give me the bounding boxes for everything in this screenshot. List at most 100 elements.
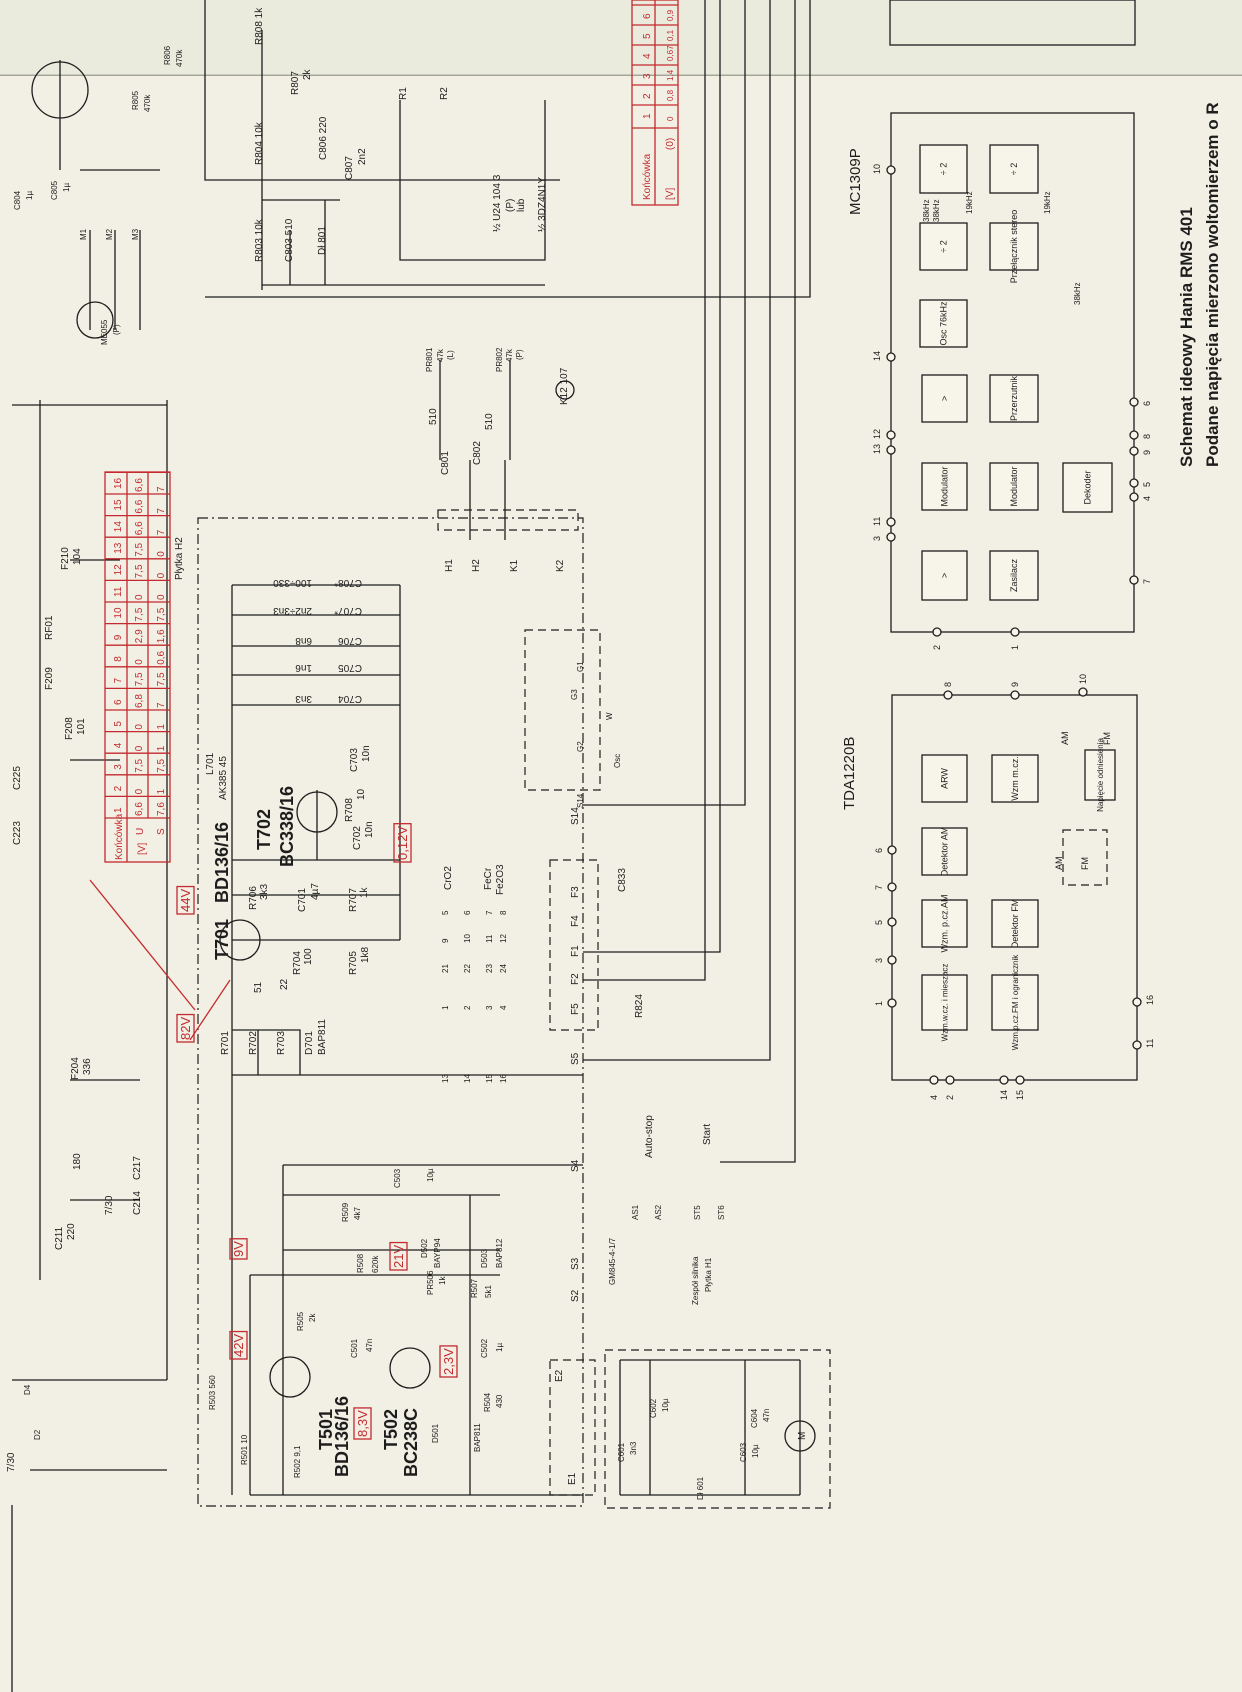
switch-contact-15: 15 (485, 1074, 494, 1083)
tda1220b-pin (945, 1075, 955, 1085)
label-c502: C502 (480, 1338, 489, 1358)
label-bc238c-group: BC238C (401, 1408, 421, 1477)
tda1220b-block-label-group: Detektor AM (940, 827, 950, 877)
table-main-pin: 14 (113, 521, 124, 533)
mode-label-am: AM (1054, 857, 1064, 871)
label-gm845-4-1-7: GM845-4-1/7 (608, 1237, 617, 1285)
voltage-box (393, 823, 412, 863)
table-main-pin: 10 (113, 607, 124, 619)
table-top-value-group: 0,8 (666, 89, 675, 101)
table-main-s-value-group: 1,6 (156, 629, 167, 643)
table-top-pin: 1 (642, 113, 653, 119)
label-as2-group: AS2 (654, 1204, 663, 1220)
label-100-330-group: 100÷330 (273, 577, 312, 588)
label-p: (P) (112, 324, 121, 335)
table-main-s-value-group: 7,5 (156, 607, 167, 621)
mc1309p-pin-4-group: 4 (1142, 496, 1152, 501)
table-main-s-value-group: 7,5 (156, 758, 167, 772)
label-510-group: 510 (428, 408, 439, 425)
label-c603: C603 (739, 1442, 748, 1462)
label-r807: R807 (290, 71, 301, 95)
label-bap811: BAP811 (317, 1019, 328, 1055)
label-osc-group: Osc (613, 754, 622, 768)
table-main-u-value: 6,8 (134, 694, 145, 708)
mc1309p-block-dekoder (1062, 462, 1113, 513)
label-c223: C223 (12, 821, 23, 845)
label-r501-10-group: R501 10 (240, 1434, 249, 1465)
mc1309p-pin-13-group: 13 (872, 444, 882, 454)
label-2n2: 2n2 (357, 148, 368, 165)
label-d4: D4 (23, 1384, 32, 1395)
tda1220b-pin-14-group: 14 (999, 1090, 1009, 1100)
tda1220b-block-label: Wzm m.cz. (1010, 756, 1020, 801)
mode-label-fm-group: FM (1102, 732, 1112, 745)
label-21v: 21V (391, 1245, 406, 1268)
label-c501: C501 (350, 1338, 359, 1358)
table-top-pin-group: 6 (642, 13, 653, 19)
label-42v-group: 42V (229, 1330, 248, 1360)
schematic-title: Schemat ideowy Hania RMS 401 (1177, 207, 1196, 467)
label-10n-group: 10n (364, 821, 375, 838)
label-h2-group: H2 (471, 559, 482, 572)
table-top-value: 0,8 (666, 89, 675, 101)
switch-contact-4-group: 4 (499, 1005, 508, 1010)
mode-label-fm: FM (1080, 857, 1090, 870)
label-82v: 82V (178, 1017, 193, 1040)
tda1220b-pin-5: 5 (874, 920, 884, 925)
label-r509: R509 (341, 1202, 350, 1222)
label-r702: R702 (248, 1031, 259, 1055)
label-c225-group: C225 (12, 766, 23, 790)
label-r2: R2 (439, 87, 450, 100)
table-main-row-s-group: S (156, 828, 167, 835)
mc1309p-pin (886, 517, 896, 527)
label-10-group: 10µ (751, 1444, 760, 1458)
label-h1-group: H1 (444, 559, 455, 572)
label-104: 104 (72, 548, 83, 565)
label-0-12v: 0,12V (395, 826, 410, 860)
tda1220b-pin-8: 8 (943, 682, 953, 687)
label-r707: R707 (348, 888, 359, 912)
label-8-3v-group: 8,3V (353, 1407, 372, 1440)
tda1220b-pin-3: 3 (874, 958, 884, 963)
table-main-pin: 2 (113, 785, 124, 791)
label-4-7-group: 4µ7 (310, 883, 321, 900)
label-e2: E2 (554, 1369, 565, 1382)
mc1309p-block-2 (919, 222, 968, 271)
table-main-u-value-group: 6,6 (134, 478, 145, 492)
label-h2: H2 (471, 559, 482, 572)
label-p-ytka-h1: Płytka H1 (704, 1257, 713, 1292)
label-r804-10k-group: R804 10k (254, 121, 265, 165)
frequency-label-group: 38kHz (932, 199, 941, 222)
connector-e-outline (549, 1359, 596, 1496)
partial-block-top (889, 0, 1136, 46)
table-top-unit-group: [V] (665, 188, 676, 200)
label-r502-9-1: R502 9,1 (293, 1445, 302, 1478)
label-r507: R507 (470, 1278, 479, 1298)
label-22-group: 22 (279, 978, 290, 990)
connector-g-outline (524, 629, 601, 791)
label-101-group: 101 (76, 718, 87, 735)
label-2-3v: 2,3V (441, 1348, 456, 1375)
table-main-pin-group: 5 (113, 721, 124, 727)
label-f210-group: F210 (60, 547, 71, 570)
table-main-s-value: 7,5 (156, 758, 167, 772)
label-bd136-16: BD136/16 (212, 822, 232, 903)
label-r824: R824 (634, 994, 645, 1018)
label-47n: 47n (365, 1339, 374, 1352)
label-g2-group: G2 (576, 741, 585, 752)
table-main-s-value-group: 7,5 (156, 672, 167, 686)
label-e1: E1 (567, 1472, 578, 1485)
label-pr801: PR801 (425, 347, 434, 372)
table-top-pin-group: 5 (642, 33, 653, 39)
label-c602: C602 (649, 1398, 658, 1418)
table-top-pin: 6 (642, 13, 653, 19)
connector-f-outline (549, 859, 599, 1031)
label-p: (P) (515, 349, 524, 360)
label-510: 510 (428, 408, 439, 425)
mc1309p-block-label: Modulator (1009, 466, 1019, 506)
table-main-pin: 1 (113, 807, 124, 813)
tda1220b-pin (887, 845, 897, 855)
motor-board-outline (604, 1349, 831, 1509)
table-top-value: 0,1 (666, 29, 675, 41)
